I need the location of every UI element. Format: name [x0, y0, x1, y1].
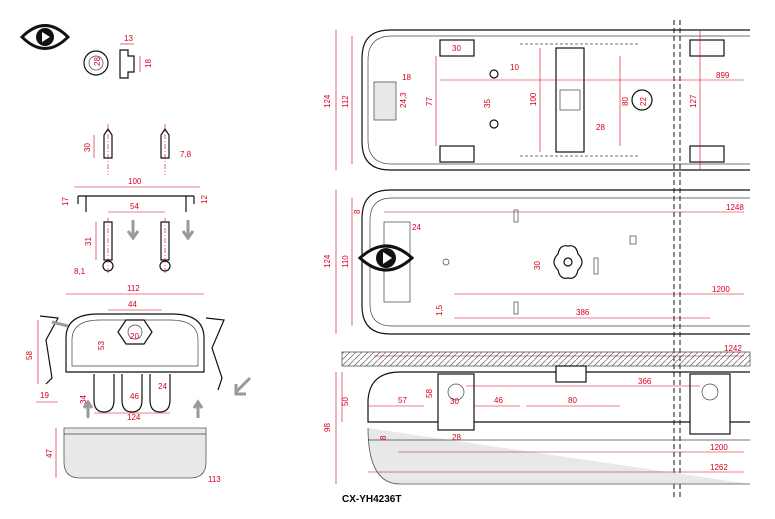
dim-side-366: 366 [638, 377, 652, 386]
dim-side-80: 80 [568, 396, 577, 405]
screw-right [159, 218, 171, 275]
dim-side-58: 58 [425, 389, 434, 398]
wall-plug-left [103, 124, 113, 175]
dim-mid-8: 8 [353, 209, 362, 214]
dim-7-8: 7,8 [180, 150, 192, 159]
dim-side-57: 57 [398, 396, 407, 405]
dim-19: 19 [40, 391, 49, 400]
dim-side-1262: 1262 [710, 463, 728, 472]
arrow-up-icon [82, 399, 94, 418]
clip-right [205, 317, 225, 391]
dim-34: 34 [79, 395, 88, 404]
dim-side-1242: 1242 [724, 344, 742, 353]
dim-54: 54 [130, 202, 139, 211]
dim-58-left: 58 [25, 351, 34, 360]
dim-mid-386: 386 [576, 308, 590, 317]
dim-13: 13 [124, 34, 133, 43]
dim-mid-24: 24 [412, 223, 421, 232]
mounting-bracket [77, 195, 195, 212]
dim-mid-1248: 1248 [726, 203, 744, 212]
arrow-icon [51, 320, 69, 328]
dim-top-127: 127 [689, 94, 698, 108]
dim-side-30: 30 [450, 397, 459, 406]
dim-8-1: 8,1 [74, 267, 86, 276]
dim-top-112: 112 [341, 95, 350, 108]
dim-side-98: 98 [323, 423, 332, 432]
dim-28: 28 [93, 57, 102, 66]
dim-side-50: 50 [341, 397, 350, 406]
dim-top-30: 30 [452, 44, 461, 53]
dim-12: 12 [200, 195, 209, 204]
dim-top-10: 10 [510, 63, 519, 72]
dim-side-46: 46 [494, 396, 503, 405]
wall-plug-right [160, 124, 170, 175]
dim-17: 17 [61, 197, 70, 206]
dim-side-1200: 1200 [710, 443, 728, 452]
dim-top-100: 100 [529, 92, 538, 106]
dim-53: 53 [97, 341, 106, 350]
dim-mid-1-5: 1,5 [435, 304, 444, 316]
dim-side-28: 28 [452, 433, 461, 442]
dim-47: 47 [45, 449, 54, 458]
arrow-up-icon [192, 399, 204, 418]
dim-113: 113 [208, 475, 221, 484]
arrow-icon [234, 376, 252, 396]
dim-top-80: 80 [621, 97, 630, 106]
eye-icon[interactable] [19, 24, 71, 50]
side-view [341, 351, 751, 485]
arrow-down-icon [126, 220, 140, 241]
base-view [361, 189, 750, 335]
dim-side-8: 8 [379, 435, 388, 440]
dim-top-24-3: 24,3 [399, 92, 408, 108]
dim-mid-124: 124 [323, 254, 332, 268]
dim-top-35: 35 [483, 99, 492, 108]
dim-18: 18 [144, 59, 153, 68]
play-eye-icon[interactable] [357, 244, 415, 272]
dim-top-77: 77 [425, 97, 434, 106]
dim-46-lobe: 46 [130, 392, 139, 401]
grommet-front-view [83, 50, 109, 76]
dim-100: 100 [128, 177, 142, 186]
dim-112: 112 [127, 284, 140, 293]
dim-20: 20 [130, 332, 139, 341]
dim-top-899: 899 [716, 71, 730, 80]
dim-mid-30: 30 [533, 261, 542, 270]
screw-left [102, 218, 114, 275]
end-cap-profile [65, 313, 205, 373]
arrow-down-icon [181, 220, 195, 241]
grommet-side-view [119, 49, 135, 79]
model-label: CX-YH4236T [342, 494, 401, 505]
cable-entry-lobes [93, 374, 171, 413]
dim-top-124: 124 [323, 94, 332, 108]
dim-30-plug: 30 [83, 143, 92, 152]
dim-top-22: 22 [639, 97, 648, 106]
top-view [361, 29, 750, 171]
dim-31: 31 [84, 237, 93, 246]
dim-44: 44 [128, 300, 137, 309]
diffuser-cover [63, 427, 207, 479]
dim-mid-110: 110 [341, 255, 350, 268]
dim-mid-1200: 1200 [712, 285, 730, 294]
dim-top-28: 28 [596, 123, 605, 132]
dim-124-lobes: 124 [127, 413, 141, 422]
dim-24-lobe: 24 [158, 382, 167, 391]
dim-top-18: 18 [402, 73, 411, 82]
clip-left [39, 315, 59, 385]
